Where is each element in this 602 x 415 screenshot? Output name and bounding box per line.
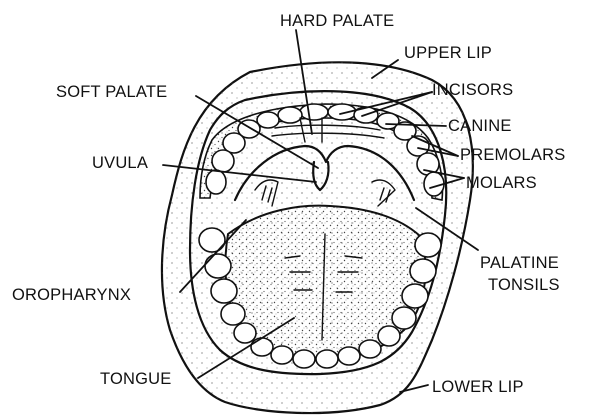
label-premolars: PREMOLARS (460, 146, 565, 164)
label-molars: MOLARS (466, 174, 537, 192)
label-lower-lip: LOWER LIP (432, 378, 524, 396)
label-tongue: TONGUE (100, 370, 172, 388)
label-soft-palate: SOFT PALATE (56, 83, 167, 101)
label-oropharynx: OROPHARYNX (12, 286, 131, 304)
label-canine: CANINE (448, 117, 512, 135)
label-palatine: PALATINE (480, 254, 559, 272)
label-uvula: UVULA (92, 154, 148, 172)
label-incisors: INCISORS (432, 81, 513, 99)
label-upper-lip: UPPER LIP (404, 44, 492, 62)
label-hard-palate: HARD PALATE (280, 12, 394, 30)
label-tonsils: TONSILS (488, 276, 560, 294)
